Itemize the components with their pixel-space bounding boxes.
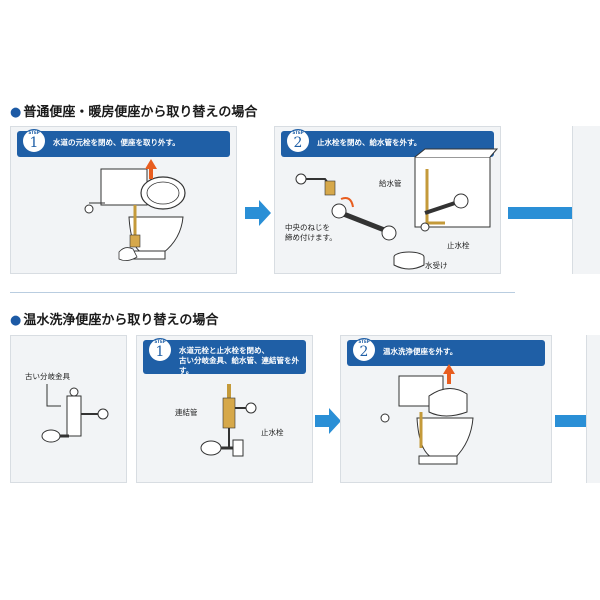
fitting-removal-illustration xyxy=(200,384,257,457)
old-fitting-card: 古い分岐金具 xyxy=(10,335,127,483)
bidet-removal-illustration xyxy=(380,364,474,465)
label-valve: 止水栓 xyxy=(261,428,284,437)
step-instruction: 止水栓を閉め、給水管を外す。 xyxy=(317,138,422,147)
lift-arrow-icon xyxy=(145,159,157,179)
supply-pipe-illustration xyxy=(295,148,499,270)
label-joint-pipe: 連結管 xyxy=(175,408,198,417)
label-old-fitting: 古い分岐金具 xyxy=(25,372,70,381)
step-header: STEP 2 止水栓を閉め、給水管を外す。 xyxy=(281,129,494,157)
step-card-s2-1: STEP 1 水道元栓と止水栓を閉め、 古い分岐金具、給水管、連結管を外す。 連… xyxy=(136,335,313,483)
step-instruction: 水道の元栓を閉め、便座を取り外す。 xyxy=(53,138,180,147)
step-card-s1-1: STEP 1 水道の元栓を閉め、便座を取り外す。 xyxy=(10,126,237,274)
next-arrow-icon xyxy=(508,200,600,226)
label-screw-2: 締め付けます。 xyxy=(285,233,337,242)
next-arrow-icon xyxy=(245,200,271,226)
step-badge: STEP 2 xyxy=(285,125,311,157)
step-header: STEP 2 温水洗浄便座を外す。 xyxy=(347,338,545,366)
next-card-edge xyxy=(586,335,600,483)
label-screw: 中央のねじを xyxy=(285,223,330,232)
old-fitting-illustration xyxy=(41,384,109,443)
next-card-edge xyxy=(572,126,600,274)
step-instruction: 水道元栓と止水栓を閉め、 古い分岐金具、給水管、連結管を外す。 xyxy=(179,346,299,375)
toilet-removal-illustration xyxy=(84,159,186,261)
step-card-s1-2: STEP 2 止水栓を閉め、給水管を外す。 xyxy=(274,126,501,274)
section-divider xyxy=(10,292,515,293)
step-badge: STEP 1 xyxy=(147,334,173,366)
next-arrow-icon xyxy=(315,408,341,434)
section-title-bidet-seat: ●温水洗浄便座から取り替えの場合 xyxy=(10,313,219,328)
step-card-s2-2: STEP 2 温水洗浄便座を外す。 xyxy=(340,335,552,483)
step-header: STEP 1 水道の元栓を閉め、便座を取り外す。 xyxy=(17,129,230,157)
step-badge: STEP 1 xyxy=(21,125,47,157)
step-header: STEP 1 水道元栓と止水栓を閉め、 古い分岐金具、給水管、連結管を外す。 xyxy=(143,338,306,375)
lift-arrow-icon xyxy=(443,364,455,384)
label-supply-pipe: 給水管 xyxy=(379,179,402,188)
label-valve: 止水栓 xyxy=(447,241,470,250)
label-water-tray: 水受け xyxy=(425,261,448,270)
step-instruction: 温水洗浄便座を外す。 xyxy=(383,347,458,356)
section-title-standard-seat: ●普通便座・暖房便座から取り替えの場合 xyxy=(10,105,258,120)
step-badge: STEP 2 xyxy=(351,334,377,366)
